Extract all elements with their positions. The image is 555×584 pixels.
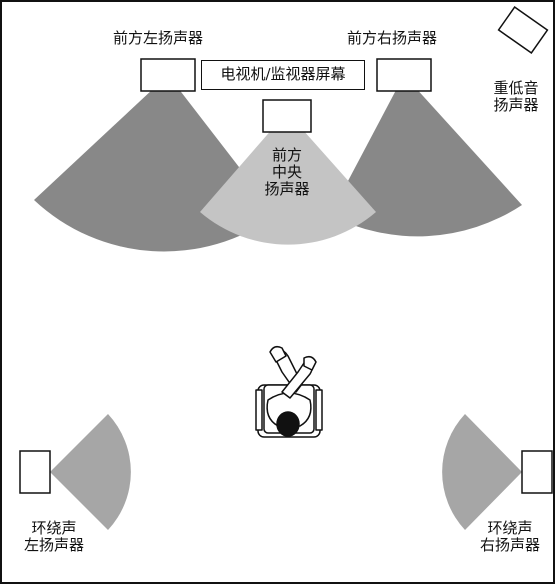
surround-right-speaker-cone bbox=[442, 414, 522, 530]
surround-left-speaker bbox=[19, 450, 51, 494]
center-label-line3: 扬声器 bbox=[264, 180, 310, 198]
surround-left-speaker-cone bbox=[50, 414, 131, 530]
subwoofer-label-line2: 扬声器 bbox=[493, 96, 539, 114]
front-right-speaker-cone bbox=[330, 75, 522, 237]
center-speaker-label: 前方 中央 扬声器 bbox=[255, 147, 319, 198]
center-speaker bbox=[262, 99, 312, 133]
surround-left-label-line2: 左扬声器 bbox=[23, 536, 84, 554]
subwoofer-speaker bbox=[497, 6, 549, 54]
surround-left-label: 环绕声 左扬声器 bbox=[12, 520, 96, 554]
subwoofer-label-line1: 重低音 bbox=[493, 79, 539, 97]
front-left-speaker-label: 前方左扬声器 bbox=[113, 29, 204, 47]
listener-in-chair-icon bbox=[255, 345, 323, 438]
front-right-speaker-label: 前方右扬声器 bbox=[347, 29, 438, 47]
center-label-line1: 前方 bbox=[271, 146, 302, 164]
surround-right-label-line1: 环绕声 bbox=[487, 519, 533, 537]
front-left-speaker bbox=[140, 58, 196, 92]
surround-left-label-line1: 环绕声 bbox=[31, 519, 77, 537]
center-label-line2: 中央 bbox=[271, 163, 302, 181]
surround-right-label: 环绕声 右扬声器 bbox=[468, 520, 552, 554]
center-speaker-cone bbox=[200, 112, 376, 245]
tv-monitor-screen: 电视机/监视器屏幕 bbox=[201, 60, 365, 90]
subwoofer-label: 重低音 扬声器 bbox=[486, 80, 546, 114]
surround-right-label-line2: 右扬声器 bbox=[479, 536, 540, 554]
front-right-speaker bbox=[376, 58, 432, 92]
surround-right-speaker bbox=[521, 450, 553, 494]
